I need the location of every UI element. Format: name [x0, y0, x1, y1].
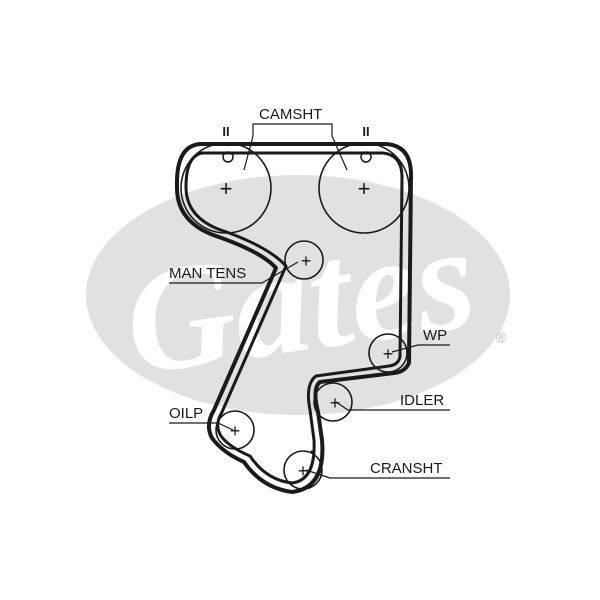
- crankshaft-circle: [283, 450, 323, 490]
- tensioner-leader: [169, 261, 299, 284]
- water-pump-leader: [391, 344, 450, 353]
- pulley-oil-pump: +: [215, 410, 255, 450]
- label-camshaft: CAMSHT: [259, 106, 322, 123]
- idler-circle: [313, 382, 353, 422]
- pulley-idler: +: [313, 382, 353, 422]
- plus-icon: +: [358, 176, 371, 201]
- label-tensioner: MAN TENS: [169, 265, 246, 282]
- camshaft-left-circle: [180, 142, 272, 234]
- belt-inner-edge: [184, 151, 404, 485]
- label-water-pump: WP: [423, 327, 447, 344]
- camshaft-leader-right: [331, 135, 348, 171]
- camshaft-leader-left: [243, 135, 254, 171]
- timing-mark-left: II: [222, 124, 229, 139]
- plus-icon: +: [301, 251, 312, 271]
- logo-ellipse: [86, 175, 510, 415]
- label-crankshaft: CRANSHT: [370, 460, 443, 477]
- timing-hole-icon: [360, 151, 372, 163]
- tensioner-circle: [284, 240, 324, 280]
- timing-mark-right: II: [362, 124, 369, 139]
- camshaft-leader-bracket: [252, 123, 333, 136]
- pulley-camshaft-right: +: [318, 142, 410, 234]
- logo-registered-mark: ®: [496, 329, 507, 345]
- plus-icon: +: [220, 176, 233, 201]
- plus-icon: +: [330, 393, 341, 413]
- label-oil-pump: OILP: [169, 405, 203, 422]
- idler-leader: [335, 401, 450, 411]
- timing-dot-icon: [310, 450, 314, 454]
- water-pump-circle: [368, 333, 408, 373]
- label-idler: IDLER: [400, 392, 444, 409]
- plus-icon: +: [298, 461, 309, 481]
- pulley-camshaft-left: +: [180, 142, 272, 234]
- pulley-water-pump: +: [368, 333, 408, 373]
- leader-lines: [169, 123, 450, 479]
- camshaft-right-circle: [318, 142, 410, 234]
- plus-icon: +: [230, 421, 241, 441]
- pulley-tensioner: +: [284, 240, 324, 280]
- gates-logo-watermark: Gates ®: [86, 175, 510, 415]
- oil-pump-leader: [169, 422, 234, 431]
- oil-pump-circle: [215, 410, 255, 450]
- belt-outer-edge: [174, 142, 413, 494]
- plus-icon: +: [383, 344, 394, 364]
- timing-belt: [174, 142, 413, 494]
- timing-hole-icon: [222, 151, 234, 163]
- pulley-crankshaft: +: [283, 450, 323, 490]
- crankshaft-leader: [305, 469, 450, 479]
